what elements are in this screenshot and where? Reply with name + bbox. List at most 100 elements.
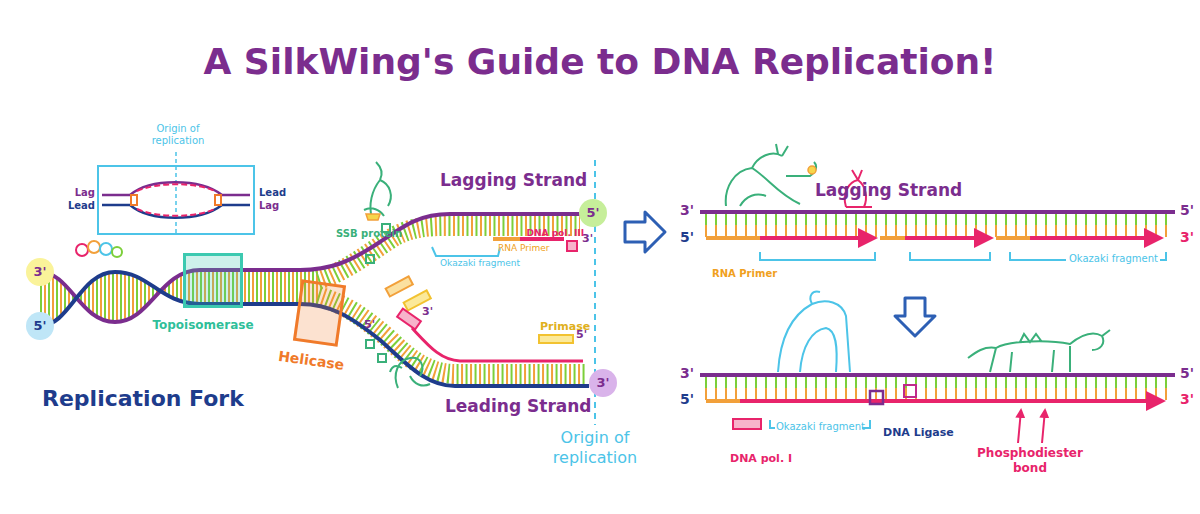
dragon-doodle: [726, 144, 816, 206]
node-label: 3': [589, 369, 617, 397]
polymerase-enzyme: [397, 309, 421, 330]
text-label: 5': [680, 391, 702, 408]
dragon-doodle: [100, 243, 112, 255]
new-strand: [137, 184, 215, 191]
text-label: RNA Primer: [712, 268, 792, 280]
base-pairs: [40, 270, 318, 326]
rna-primer: [706, 399, 740, 403]
leader-arrow: [1018, 410, 1021, 443]
text-label: 3': [1180, 391, 1200, 408]
dragon-doodle: [390, 358, 430, 388]
node-label: Lead: [59, 200, 95, 212]
base-pairs: [705, 376, 1170, 388]
new-strand: [740, 399, 1162, 403]
text-label: Replication Fork: [42, 386, 272, 412]
node-label: 5': [579, 199, 607, 227]
base-pairs: [318, 296, 585, 374]
template-strand: [102, 182, 250, 195]
rna-primer: [493, 237, 520, 241]
dragon-doodle: [76, 244, 88, 256]
base-pairs: [705, 388, 1170, 400]
node-label: DNA pol. I: [730, 452, 810, 465]
rna-primer: [706, 236, 760, 240]
helicase-mini: [131, 195, 137, 205]
text-label: 5': [576, 328, 596, 341]
text-label: Phosphodiester bond: [975, 446, 1085, 476]
enzyme-box: DNA pol. III: [566, 240, 578, 252]
text-label: Okazaki fragment: [1069, 253, 1179, 265]
text-label: 5': [364, 318, 384, 331]
bracket: [1010, 252, 1066, 260]
bracket: [432, 247, 500, 256]
text-label: 3': [422, 305, 442, 318]
okazaki-strand: [905, 236, 990, 240]
ligase-enzyme: [870, 391, 883, 404]
node-label: Helicase: [251, 344, 372, 378]
rna-primer: [996, 236, 1030, 240]
node-label: Lead: [259, 187, 299, 199]
text-label: 3': [680, 365, 702, 382]
text-label: Lagging Strand: [440, 170, 600, 190]
node-label: Primase: [540, 320, 600, 333]
dragon-doodle: [88, 241, 100, 253]
text-label: Leading Strand: [445, 396, 605, 416]
bracket: [910, 252, 990, 260]
end-circle: 3': [589, 369, 617, 397]
new-strand: [137, 209, 215, 216]
ssb-protein: [378, 354, 386, 362]
template-strand: [40, 272, 589, 386]
text-label: 3': [1180, 229, 1200, 246]
helicase-mini: [215, 195, 221, 205]
node-label: Topoisomerase: [138, 318, 268, 332]
base-pairs: [705, 213, 1170, 225]
node-label: Origin of replication: [137, 123, 219, 147]
end-circle: 3': [26, 258, 54, 286]
node-label: DNA Ligase: [883, 426, 973, 439]
text-label: RNA Primer: [498, 243, 568, 254]
okazaki-strand: [760, 236, 874, 240]
inset-box: Origin of replicationLagLeadLeadLag: [97, 165, 255, 235]
text-label: 3': [582, 232, 602, 245]
template-strand: [700, 210, 1175, 214]
text-label: 3': [680, 202, 702, 219]
text-label: 5': [680, 229, 702, 246]
end-circle: 5': [26, 312, 54, 340]
ssb-protein: [366, 255, 374, 263]
bracket: [760, 252, 875, 260]
text-label: Okazaki fragment: [776, 421, 876, 433]
template-strand: [700, 373, 1175, 377]
leader-arrow: [1042, 410, 1045, 443]
rna-primer: [386, 276, 413, 296]
enzyme-box: DNA Ligase: [903, 384, 917, 398]
diagram-title: A SilkWing's Guide to DNA Replication!: [0, 40, 1200, 84]
text-label: Origin of replication: [530, 428, 660, 468]
dragon-doodle: [112, 247, 122, 257]
text-label: Okazaki fragment: [440, 258, 540, 269]
text-label: SSB protein: [336, 228, 416, 240]
dragon-doodle: [968, 330, 1110, 372]
dragon-doodle: [366, 214, 380, 220]
text-label: 5': [1180, 365, 1200, 382]
node-label: 5': [26, 312, 54, 340]
node-label: DNA pol. III: [524, 228, 584, 239]
enzyme-box: Helicase: [293, 279, 346, 347]
base-pairs: [705, 225, 1170, 237]
step-arrow: [625, 212, 665, 252]
text-label: Lagging Strand: [815, 180, 985, 200]
node-label: 3': [26, 258, 54, 286]
node-label: Lag: [259, 200, 299, 212]
enzyme-box: Topoisomerase: [183, 253, 243, 308]
bracket: [1160, 252, 1166, 260]
end-circle: 5': [579, 199, 607, 227]
enzyme-box: Primase: [538, 334, 574, 344]
dragon-doodle: [778, 292, 850, 372]
text-label: 5': [1180, 202, 1200, 219]
base-pairs: [318, 296, 585, 374]
enzyme-box: DNA pol. I: [732, 418, 762, 430]
okazaki-strand: [1030, 236, 1160, 240]
step-arrow: [895, 298, 935, 336]
rna-primer: [880, 236, 905, 240]
dragon-doodle: [364, 162, 391, 218]
dragon-doodle: [808, 166, 816, 174]
